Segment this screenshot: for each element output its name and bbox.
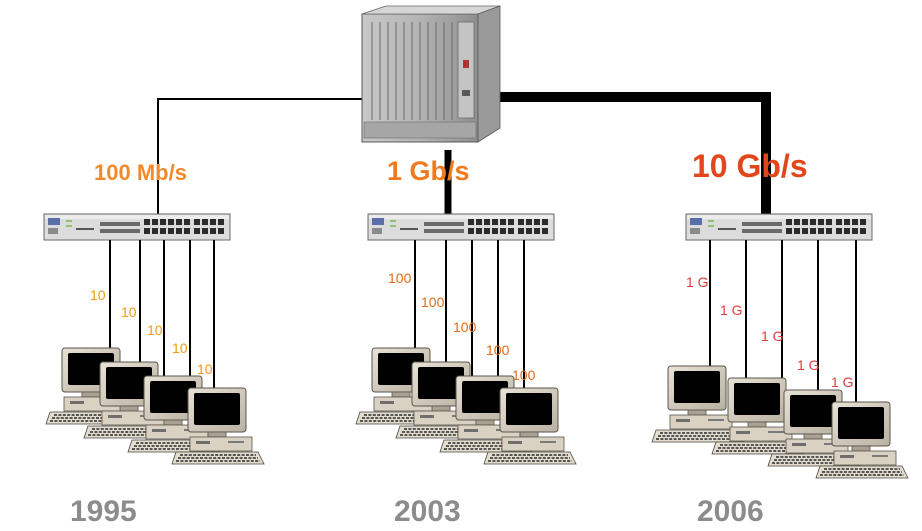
port-labels-2003: 100 100 100 100 100	[388, 270, 536, 383]
port-label: 1 G	[831, 374, 854, 390]
port-label: 100	[453, 319, 477, 335]
pcs-2003	[355, 347, 577, 465]
year-label-2006: 2006	[697, 495, 764, 528]
port-label: 10	[90, 287, 106, 303]
port-lines-2003	[414, 240, 525, 398]
pcs-2006	[651, 365, 909, 479]
port-labels-2006: 1 G 1 G 1 G 1 G 1 G	[686, 274, 854, 390]
port-label: 10	[172, 340, 188, 356]
year-label-1995: 1995	[70, 495, 137, 528]
core-switch-chassis	[361, 5, 501, 143]
port-lines-1995	[109, 240, 215, 398]
port-label: 10	[197, 361, 213, 377]
uplink-line-2006	[497, 92, 771, 215]
port-label: 10	[121, 304, 137, 320]
port-label: 1 G	[720, 302, 743, 318]
access-switch-2003	[367, 213, 555, 241]
uplink-speed-2006: 10 Gb/s	[692, 148, 808, 184]
access-switch-1995	[43, 213, 231, 241]
port-label: 100	[388, 270, 412, 286]
uplink-speed-2003: 1 Gb/s	[387, 156, 470, 186]
uplink-line-1995	[157, 98, 362, 215]
port-label: 100	[486, 342, 510, 358]
port-label: 100	[421, 294, 445, 310]
port-label: 10	[147, 322, 163, 338]
port-label: 1 G	[797, 357, 820, 373]
access-switch-2006	[685, 213, 873, 241]
port-label: 100	[512, 367, 536, 383]
port-labels-1995: 10 10 10 10 10	[90, 287, 213, 377]
port-label: 1 G	[686, 274, 709, 290]
port-label: 1 G	[761, 328, 784, 344]
pcs-1995	[45, 347, 265, 465]
year-label-2003: 2003	[394, 495, 461, 528]
uplink-speed-1995: 100 Mb/s	[94, 160, 187, 185]
port-lines-2006	[709, 240, 857, 406]
